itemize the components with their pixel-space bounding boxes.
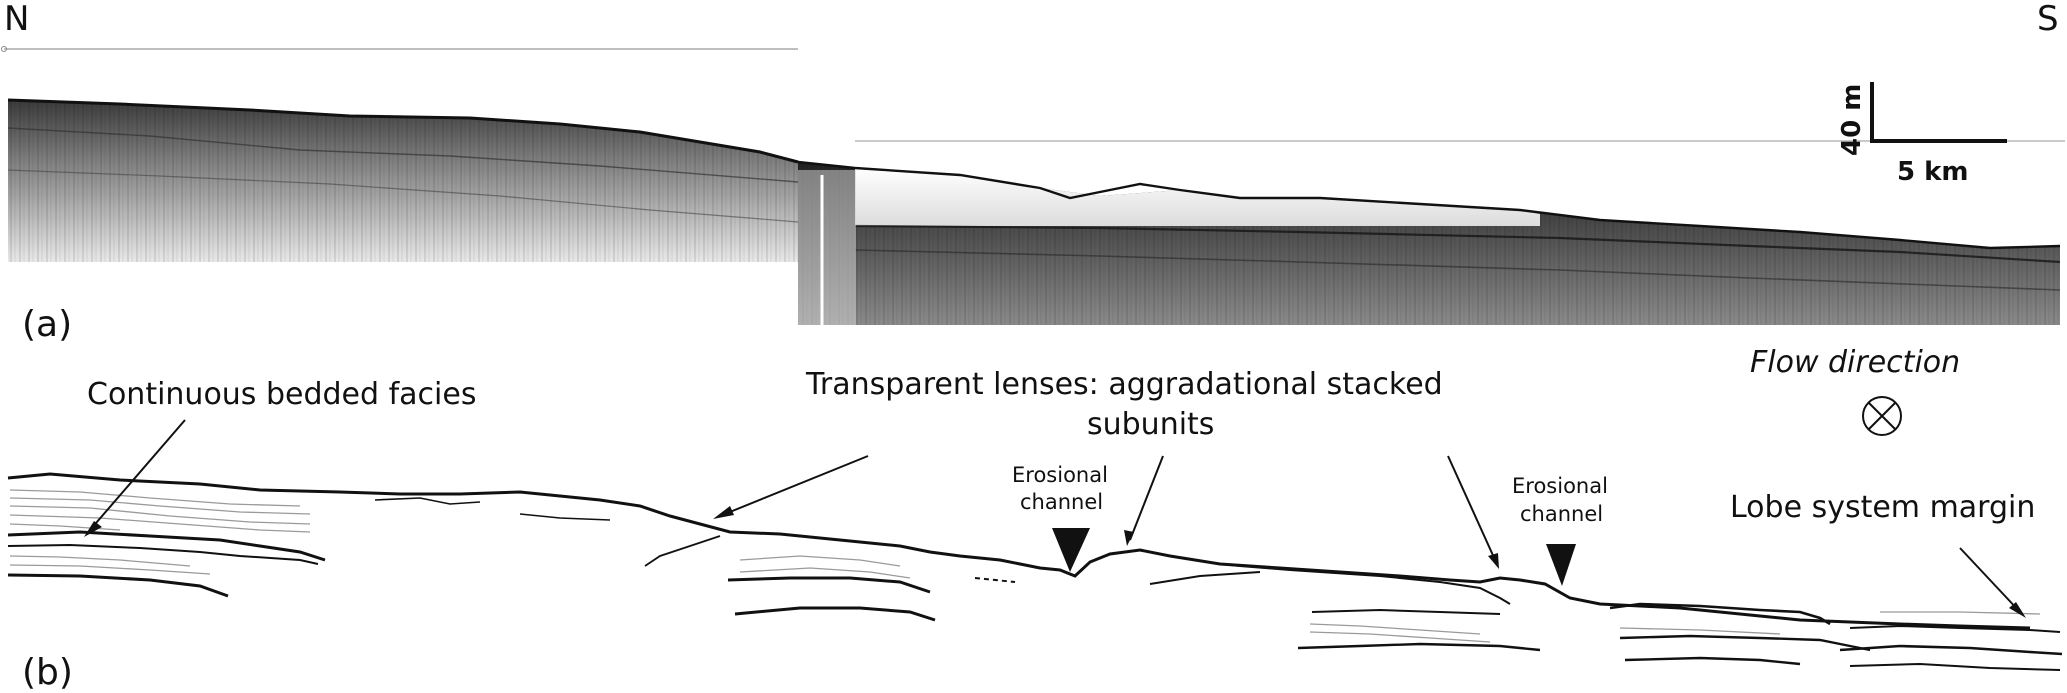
thin-reflector-north: [374, 497, 481, 505]
arrow-heads: [84, 506, 2026, 618]
scale-horizontal-label: 5 km: [1897, 157, 1969, 187]
erosional-channel-1-marker: [1052, 528, 1090, 572]
flow-direction-label: Flow direction: [1750, 345, 1960, 380]
arrowhead-lobe-margin: [2009, 602, 2026, 618]
arrowhead-lens-2: [1124, 530, 1134, 546]
lens-package-top: [727, 576, 931, 594]
annotation-arrows: [89, 419, 2021, 613]
seismic-north-stripes: [8, 100, 798, 262]
lobe-margin-lens-base-2: [1849, 662, 2061, 671]
transparent-lenses-label-line2: subunits: [1087, 407, 1214, 442]
lens-dashed-extension: [974, 577, 1016, 583]
transparent-lenses-label-line1: Transparent lenses: aggradational stacke…: [805, 367, 1443, 402]
arrowhead-continuous-bedded: [84, 521, 102, 537]
erosional-channel-1-label-line2: channel: [1020, 490, 1103, 514]
seafloor-reflector-south: [797, 160, 2061, 250]
continuous-bedding: [9, 489, 2041, 643]
south-lens-top: [1311, 608, 1501, 615]
south-margin-package-base: [1624, 656, 1801, 666]
south-lens-base: [1297, 642, 1541, 652]
lobe-margin-label: Lobe system margin: [1730, 490, 2035, 525]
scale-vertical-label: 40 m: [1837, 84, 1867, 156]
interpretation-panel: [7, 472, 2063, 671]
reference-marker: [1, 46, 7, 52]
subsurface-reflector-north-1: [7, 127, 799, 183]
subsurface-reflector-south-1: [854, 224, 2061, 264]
south-margin-package-top: [1609, 602, 1831, 626]
north-label: N: [4, 0, 29, 39]
arrow-transparent-lens-1: [719, 455, 869, 517]
erosional-channel-1-label-line1: Erosional: [1012, 463, 1108, 487]
bedded-package-top-2: [7, 543, 319, 565]
arrow-transparent-lens-2: [1129, 455, 1164, 541]
seafloor-trace: [7, 472, 2031, 630]
thin-reflector-north-2: [519, 513, 611, 521]
arrow-transparent-lens-3: [1447, 455, 1497, 563]
seafloor-reflector-north: [7, 98, 799, 164]
flow-into-page-icon: [1862, 396, 1902, 436]
bedded-package-base-1: [7, 530, 326, 562]
bedded-package-base-2: [7, 573, 229, 598]
south-label: S: [2037, 0, 2059, 39]
seismic-profile-panel: [1, 46, 2065, 325]
arrowhead-lens-1: [713, 506, 734, 519]
continuous-bedded-label: Continuous bedded facies: [87, 377, 476, 412]
arrowhead-lens-3: [1488, 553, 1499, 569]
lobe-margin-lens-base: [1839, 644, 2063, 656]
lobe-margin-lens-top: [1849, 624, 2061, 633]
lens-edge-north: [644, 535, 721, 567]
south-margin-package-mid: [1619, 634, 1871, 652]
lens-package-base: [734, 606, 936, 622]
subsurface-reflector-south-2: [854, 249, 2061, 291]
transparent-lens-zone: [855, 168, 1540, 226]
data-gap-strip: [798, 170, 856, 325]
arrow-lobe-margin: [1959, 547, 2021, 613]
erosional-channel-2-marker: [1546, 544, 1576, 586]
subsurface-reflector-north-2: [7, 169, 799, 223]
panel-b-label: (b): [22, 652, 73, 693]
scale-bar: 40 m 5 km: [1837, 82, 2007, 187]
channel-flank-reflector: [1149, 571, 1261, 585]
panel-a-label: (a): [22, 304, 72, 345]
erosional-channel-2-label-line1: Erosional: [1512, 474, 1608, 498]
arrow-continuous-bedded: [89, 419, 186, 531]
south-subunit-top: [1219, 563, 1511, 605]
erosional-channel-2-label-line2: channel: [1520, 502, 1603, 526]
